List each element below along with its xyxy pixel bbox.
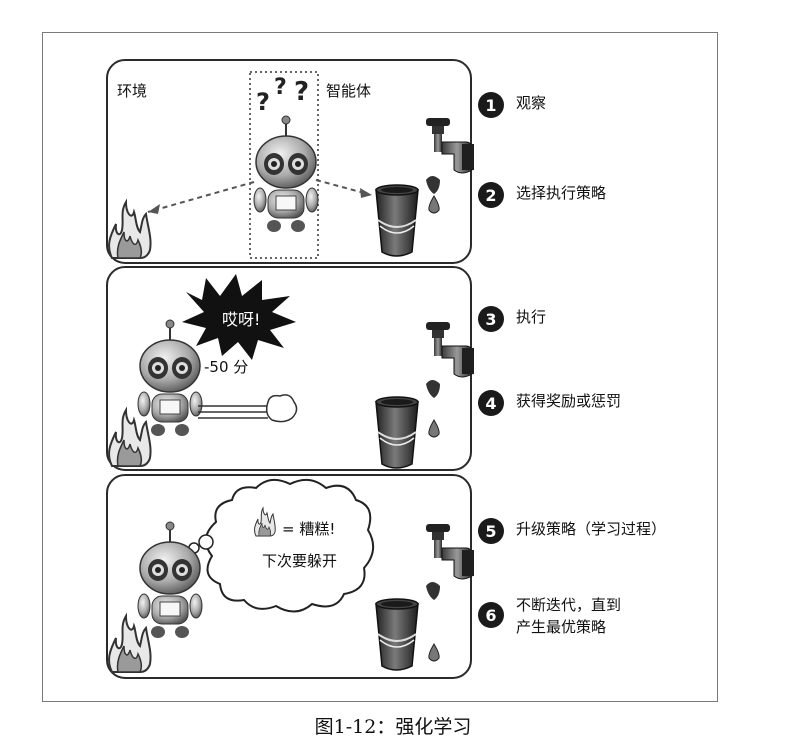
bucket-icon (375, 184, 419, 257)
burst-icon (182, 274, 296, 360)
dust-cloud-icon (265, 394, 298, 423)
exclaim-text: 哎呀! (222, 310, 261, 329)
step-1: 1 观察 (478, 92, 546, 118)
step-text: 获得奖励或惩罚 (516, 390, 621, 412)
step-number-badge: 2 (478, 182, 504, 208)
step-line: 观察 (516, 94, 547, 112)
step-number-badge: 3 (478, 306, 504, 332)
figure-frame (42, 32, 718, 702)
step-text: 不断迭代，直到 产生最优策略 (516, 594, 621, 638)
step-line: 执行 (516, 308, 547, 326)
svg-text:?: ? (294, 77, 309, 107)
svg-text:?: ? (274, 75, 287, 100)
step-line: 选择执行策略 (516, 184, 607, 202)
step-line: 升级策略（学习过程） (516, 520, 667, 538)
step-line: 产生最优策略 (516, 618, 607, 636)
step-number-badge: 6 (478, 602, 504, 628)
penalty-text: -50 分 (204, 358, 249, 376)
step-text: 选择执行策略 (516, 182, 606, 204)
step-number-badge: 4 (478, 390, 504, 416)
svg-text:?: ? (256, 88, 270, 116)
step-2: 2 选择执行策略 (478, 182, 606, 208)
agent-label: 智能体 (326, 82, 372, 100)
step-5: 5 升级策略（学习过程） (478, 518, 666, 544)
question-marks-icon: ? ? ? (256, 75, 309, 116)
step-6: 6 不断迭代，直到 产生最优策略 (478, 594, 621, 638)
step-line: 不断迭代，直到 (516, 596, 622, 614)
step-number-badge: 5 (478, 518, 504, 544)
thought-line-1: = 糟糕! (282, 520, 336, 538)
figure-caption: 图1-12：强化学习 (314, 716, 472, 738)
step-line: 获得奖励或惩罚 (516, 392, 622, 410)
step-text: 升级策略（学习过程） (516, 518, 666, 540)
step-number-badge: 1 (478, 92, 504, 118)
step-text: 执行 (516, 306, 546, 328)
step-4: 4 获得奖励或惩罚 (478, 390, 621, 416)
thought-bubble (205, 478, 375, 613)
env-label: 环境 (117, 82, 148, 100)
bucket-icon (375, 598, 419, 671)
step-text: 观察 (516, 92, 546, 114)
thought-line-2: 下次要躲开 (262, 552, 338, 570)
bucket-icon (375, 396, 419, 469)
step-3: 3 执行 (478, 306, 546, 332)
